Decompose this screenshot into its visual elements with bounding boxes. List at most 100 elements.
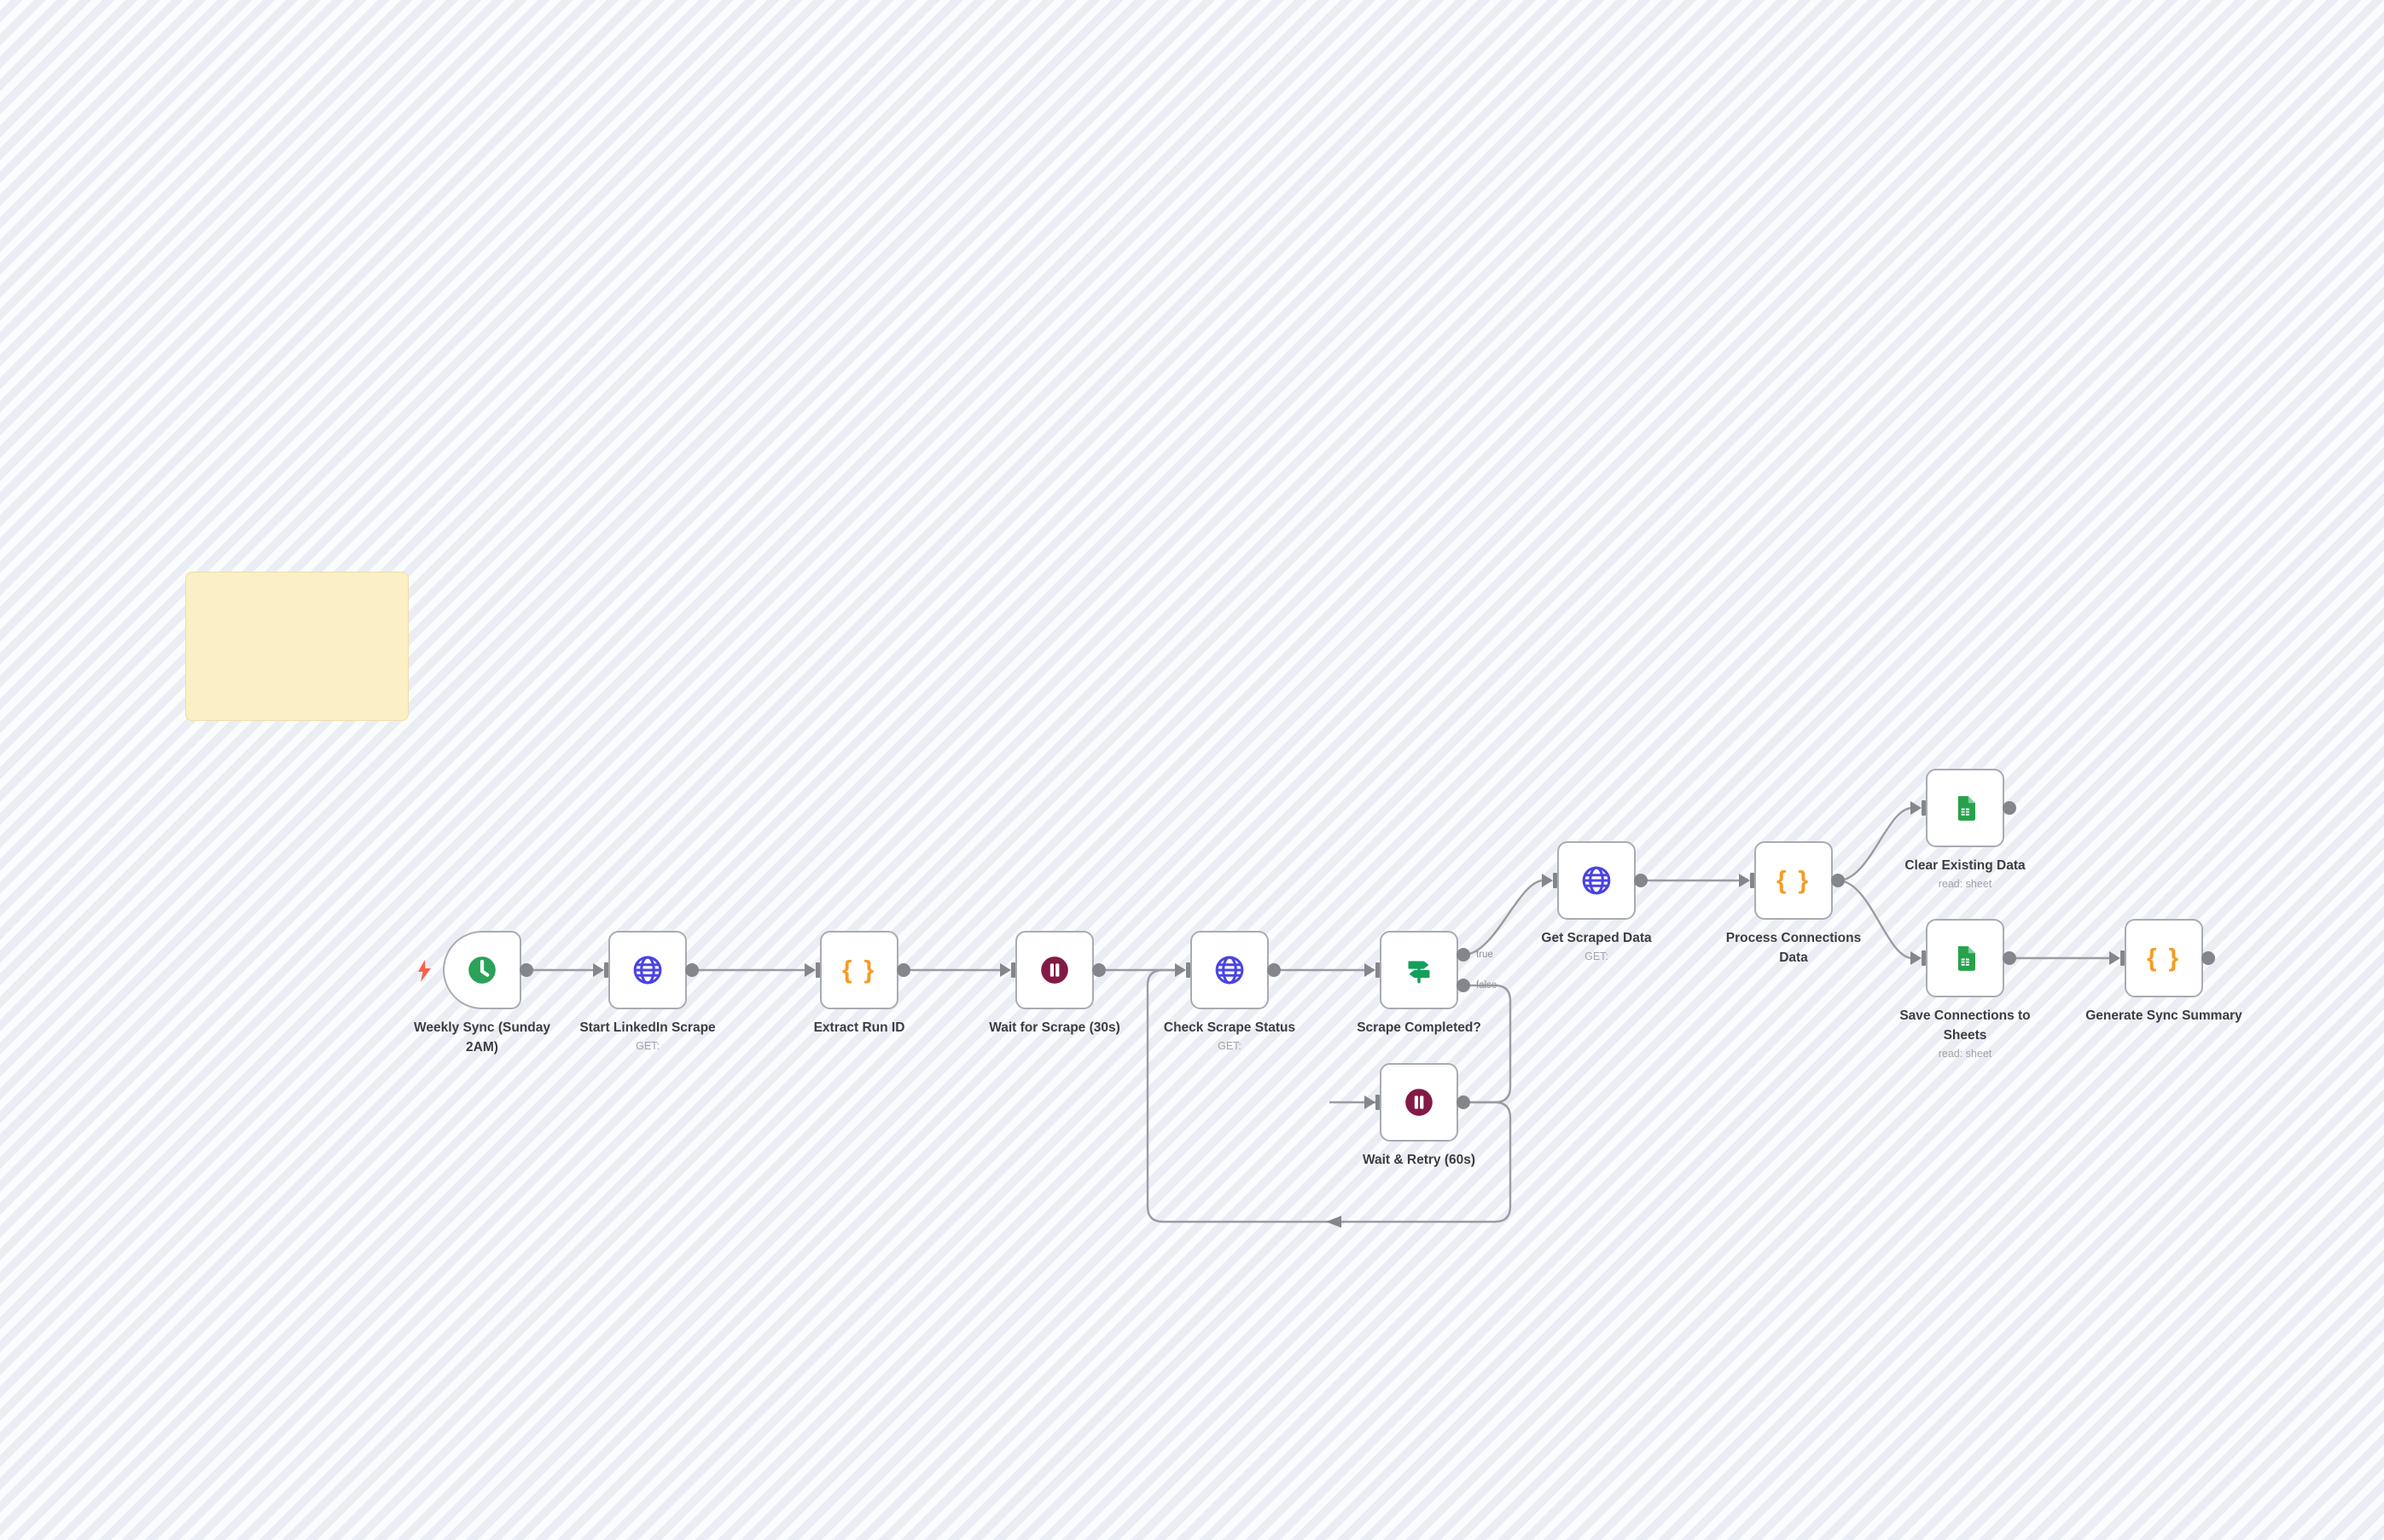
node-sublabel: GET: bbox=[1584, 950, 1608, 962]
sheets-icon bbox=[1945, 939, 1985, 978]
node-label-line: Wait & Retry (60s) bbox=[1362, 1153, 1476, 1167]
svg-text:{ }: { } bbox=[2147, 944, 2181, 973]
node-start-linkedin-scrape[interactable] bbox=[608, 931, 687, 1009]
node-wait-for-scrape[interactable] bbox=[1015, 931, 1094, 1009]
arrowhead bbox=[1364, 963, 1375, 977]
output-port-label: false bbox=[1476, 980, 1497, 991]
input-port[interactable] bbox=[1553, 873, 1557, 888]
connection bbox=[1329, 984, 1512, 1104]
connection bbox=[1837, 806, 1913, 882]
connection bbox=[1837, 879, 1913, 960]
output-port[interactable] bbox=[520, 963, 533, 977]
braces-icon: { } bbox=[2144, 939, 2183, 978]
lightning-icon bbox=[418, 960, 431, 982]
node-wait-retry[interactable] bbox=[1380, 1063, 1458, 1142]
node-label-line: Clear Existing Data bbox=[1904, 858, 2026, 873]
node-label-line: Save Connections to bbox=[1899, 1008, 2031, 1023]
input-port[interactable] bbox=[1011, 962, 1015, 978]
input-port[interactable] bbox=[816, 962, 820, 978]
braces-icon: { } bbox=[840, 950, 879, 990]
arrowhead bbox=[1739, 874, 1750, 887]
arrowhead bbox=[593, 963, 604, 977]
node-sublabel: read: sheet bbox=[1938, 878, 1992, 890]
globe-icon bbox=[1210, 950, 1249, 990]
node-label-line: Wait for Scrape (30s) bbox=[989, 1020, 1120, 1035]
node-label-line: Process Connections bbox=[1725, 931, 1862, 945]
globe-icon bbox=[628, 950, 667, 990]
arrowhead bbox=[2109, 951, 2120, 965]
arrowhead bbox=[1000, 963, 1011, 977]
output-port[interactable] bbox=[1457, 1095, 1470, 1109]
svg-text:{ }: { } bbox=[1776, 867, 1811, 895]
node-label: Clear Existing Data read: sheet bbox=[1863, 856, 2067, 891]
node-generate-sync-summary[interactable]: { } bbox=[2125, 919, 2203, 997]
output-port[interactable] bbox=[1457, 948, 1470, 962]
output-port[interactable] bbox=[1092, 963, 1106, 977]
node-save-connections[interactable] bbox=[1926, 919, 2004, 997]
connection bbox=[1462, 879, 1544, 956]
output-port[interactable] bbox=[685, 963, 699, 977]
svg-text:{ }: { } bbox=[842, 956, 876, 985]
node-label: Wait & Retry (60s) bbox=[1317, 1150, 1521, 1170]
input-port[interactable] bbox=[604, 962, 608, 978]
node-label: Weekly Sync (Sunday 2AM) bbox=[380, 1018, 584, 1057]
arrowhead bbox=[1910, 951, 1922, 965]
node-sublabel: GET: bbox=[1218, 1040, 1241, 1052]
arrowhead bbox=[1542, 874, 1553, 887]
output-port[interactable] bbox=[2003, 801, 2016, 815]
node-label-line: Data bbox=[1779, 950, 1808, 965]
output-port-label: true bbox=[1476, 950, 1493, 960]
node-label-line: Weekly Sync (Sunday bbox=[414, 1020, 550, 1035]
arrowhead bbox=[805, 963, 816, 977]
input-port[interactable] bbox=[1375, 962, 1380, 978]
node-label: Generate Sync Summary bbox=[2061, 1006, 2266, 1026]
arrowhead bbox=[1910, 801, 1922, 815]
input-port[interactable] bbox=[1750, 873, 1754, 888]
output-port[interactable] bbox=[1267, 963, 1281, 977]
node-scrape-completed[interactable] bbox=[1380, 931, 1458, 1009]
node-label-line: Check Scrape Status bbox=[1163, 1020, 1296, 1035]
node-get-scraped-data[interactable] bbox=[1557, 841, 1636, 920]
node-label: Scrape Completed? bbox=[1317, 1018, 1521, 1037]
node-label-line: Scrape Completed? bbox=[1357, 1020, 1481, 1035]
arrowhead bbox=[1364, 1095, 1375, 1109]
output-port[interactable] bbox=[2003, 951, 2016, 965]
signpost-icon bbox=[1399, 950, 1439, 990]
globe-icon bbox=[1577, 861, 1616, 900]
output-port[interactable] bbox=[897, 963, 910, 977]
node-check-scrape-status[interactable] bbox=[1190, 931, 1269, 1009]
input-port[interactable] bbox=[1922, 950, 1926, 966]
input-port[interactable] bbox=[1375, 1095, 1380, 1110]
arrowhead bbox=[1175, 963, 1186, 977]
output-port[interactable] bbox=[1831, 874, 1845, 887]
input-port[interactable] bbox=[1922, 800, 1926, 816]
input-port[interactable] bbox=[1186, 962, 1190, 978]
node-label-line: 2AM) bbox=[466, 1040, 498, 1055]
output-port[interactable] bbox=[1457, 979, 1470, 992]
node-label: Extract Run ID bbox=[757, 1018, 962, 1037]
node-weekly-sync[interactable] bbox=[443, 931, 521, 1009]
node-label-line: Get Scraped Data bbox=[1541, 931, 1652, 945]
clock-icon bbox=[462, 950, 502, 990]
input-port[interactable] bbox=[2120, 950, 2125, 966]
sheets-icon bbox=[1945, 788, 1985, 828]
node-label-line: Generate Sync Summary bbox=[2085, 1008, 2242, 1023]
node-label-line: Extract Run ID bbox=[813, 1020, 905, 1035]
arrowhead bbox=[1326, 1216, 1341, 1228]
node-label: Wait for Scrape (30s) bbox=[952, 1018, 1157, 1037]
output-port[interactable] bbox=[2201, 951, 2215, 965]
node-process-connections[interactable]: { } bbox=[1754, 841, 1833, 920]
sticky-note[interactable] bbox=[185, 572, 409, 721]
node-label-line: Start LinkedIn Scrape bbox=[579, 1020, 716, 1035]
output-port[interactable] bbox=[1634, 874, 1648, 887]
node-extract-run-id[interactable]: { } bbox=[820, 931, 898, 1009]
braces-icon: { } bbox=[1774, 861, 1813, 900]
